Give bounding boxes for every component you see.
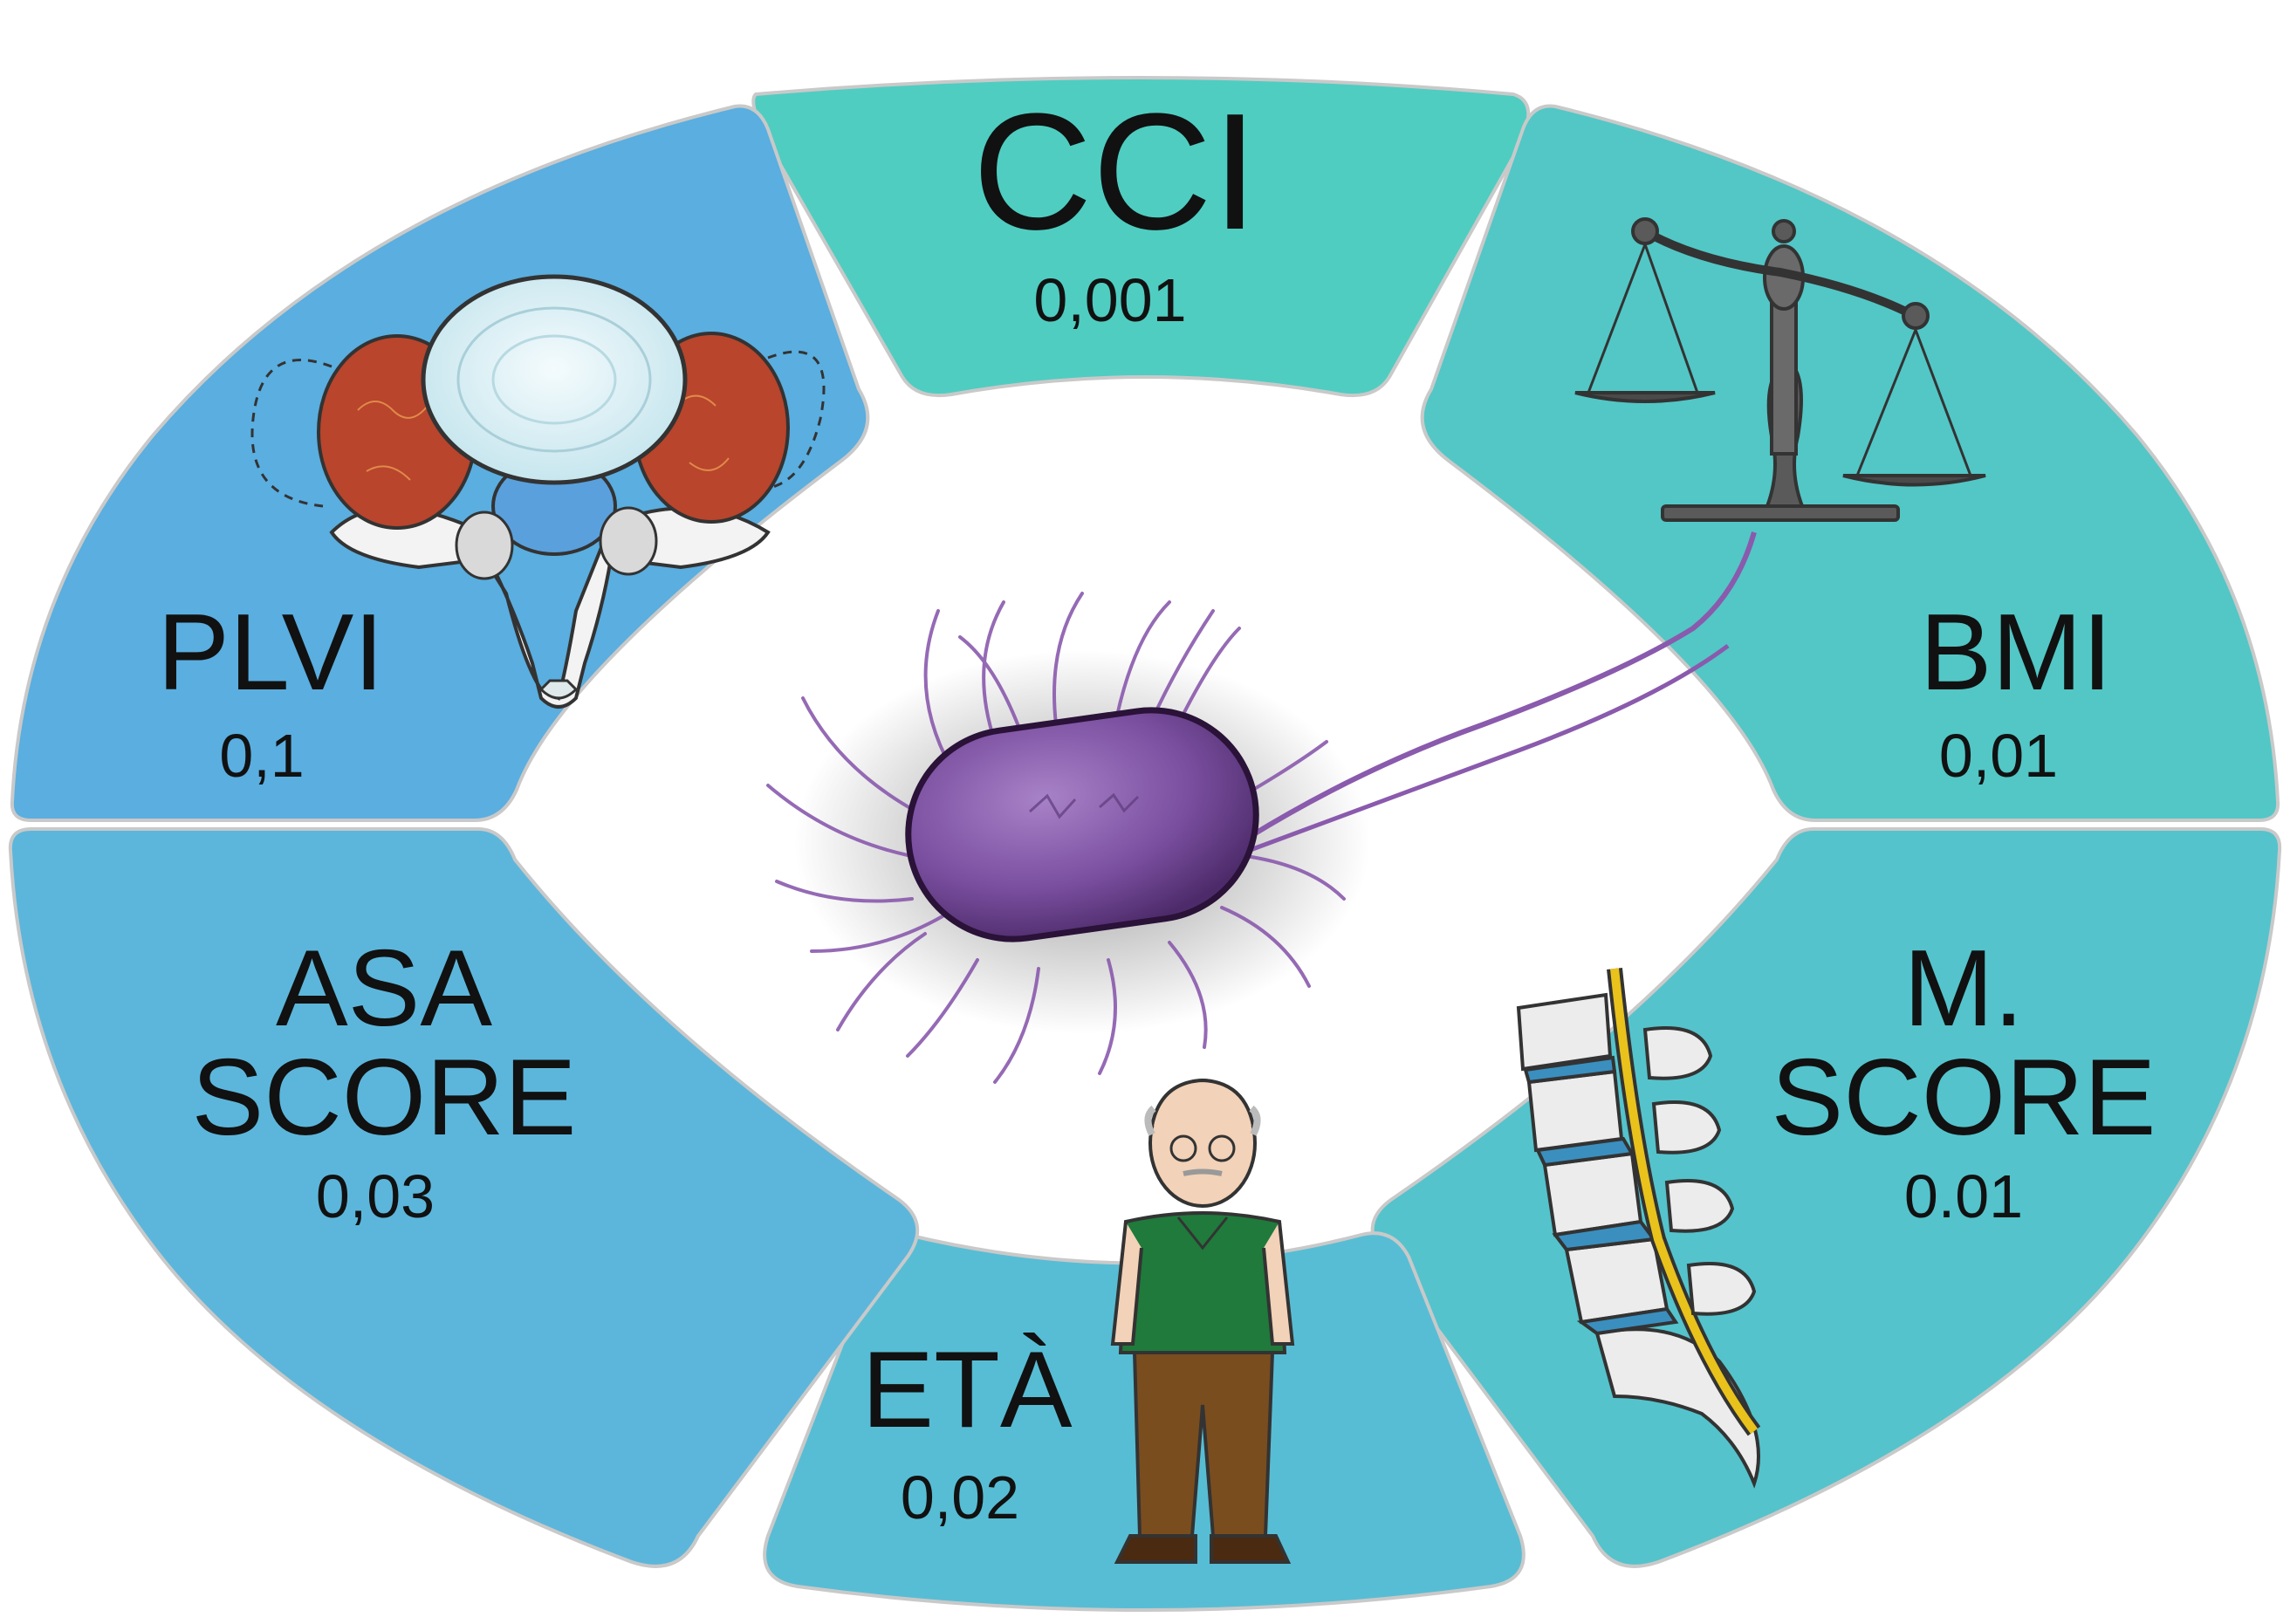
label-eta: ETÀ — [861, 1330, 1072, 1450]
value-eta: 0,02 — [901, 1463, 1019, 1531]
value-plvi: 0,1 — [219, 722, 304, 790]
segment-asa — [8, 827, 920, 1568]
label-asa-line1: ASA — [276, 928, 492, 1049]
spine-icon — [1516, 968, 1761, 1489]
value-cci: 0,001 — [1033, 266, 1186, 334]
value-asa: 0,03 — [316, 1162, 435, 1230]
segment-cci — [751, 76, 1531, 398]
balance-scale-icon — [1574, 217, 1986, 522]
label-m-score-line1: M. — [1903, 928, 2024, 1049]
segment-bmi — [1420, 104, 2280, 822]
label-cci: CCI — [972, 79, 1258, 264]
label-plvi: PLVI — [157, 593, 384, 713]
value-bmi: 0,01 — [1939, 722, 2058, 790]
segment-m-score — [1370, 827, 2282, 1568]
label-asa-line2: SCORE — [192, 1038, 577, 1158]
elderly-man-icon — [1110, 1078, 1295, 1564]
label-bmi: BMI — [1920, 593, 2112, 713]
bacterium-icon — [766, 531, 1757, 1084]
vertebra-icon — [250, 274, 826, 709]
ring-segments — [8, 76, 2282, 1612]
labels: CCI 0,001 BMI 0,01 M. SCORE 0.01 ETÀ 0,0… — [157, 79, 2156, 1531]
value-m-score: 0.01 — [1904, 1162, 2023, 1230]
label-m-score-line2: SCORE — [1772, 1038, 2156, 1158]
